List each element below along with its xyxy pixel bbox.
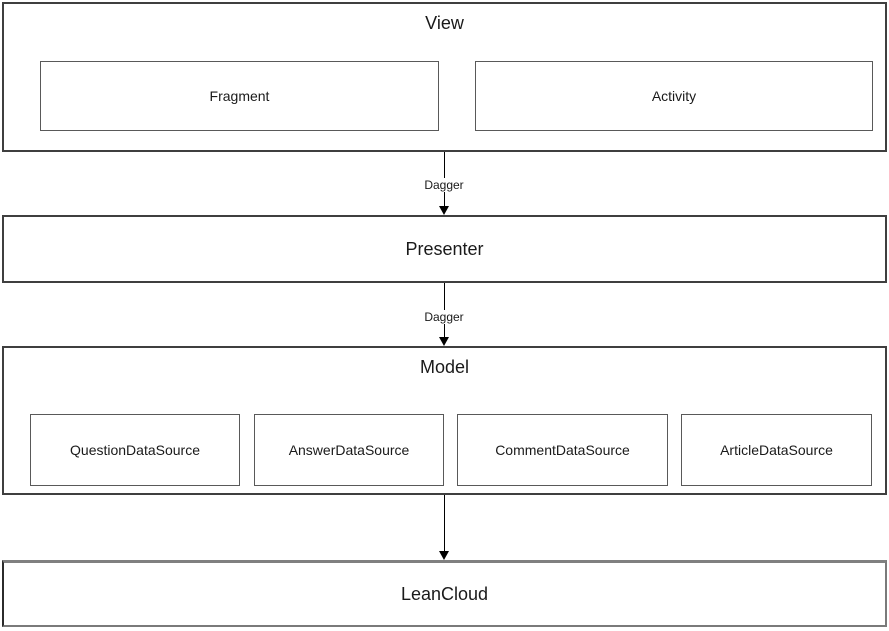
view-container: View Fragment Activity [2, 2, 887, 152]
presenter-label: Presenter [405, 238, 484, 259]
article-datasource-label: ArticleDataSource [720, 442, 833, 458]
comment-datasource-box: CommentDataSource [457, 414, 668, 486]
answer-datasource-label: AnswerDataSource [288, 442, 410, 458]
view-title: View [425, 13, 464, 33]
fragment-box: Fragment [40, 61, 439, 131]
dagger-label-1: Dagger [421, 178, 467, 192]
fragment-label: Fragment [209, 88, 270, 104]
arrow-down-icon [439, 551, 449, 560]
leancloud-label: LeanCloud [400, 583, 489, 604]
arrow-model-to-leancloud [444, 495, 445, 553]
leancloud-box: LeanCloud [2, 560, 887, 627]
arrow-down-icon [439, 337, 449, 346]
question-datasource-box: QuestionDataSource [30, 414, 240, 486]
dagger-label-2: Dagger [421, 310, 467, 324]
model-container: Model QuestionDataSource AnswerDataSourc… [2, 346, 887, 495]
question-datasource-label: QuestionDataSource [70, 442, 200, 458]
activity-label: Activity [651, 88, 697, 104]
answer-datasource-box: AnswerDataSource [254, 414, 444, 486]
presenter-box: Presenter [2, 215, 887, 283]
comment-datasource-label: CommentDataSource [495, 442, 630, 458]
arrow-down-icon [439, 206, 449, 215]
article-datasource-box: ArticleDataSource [681, 414, 872, 486]
activity-box: Activity [475, 61, 873, 131]
model-title: Model [419, 357, 470, 377]
